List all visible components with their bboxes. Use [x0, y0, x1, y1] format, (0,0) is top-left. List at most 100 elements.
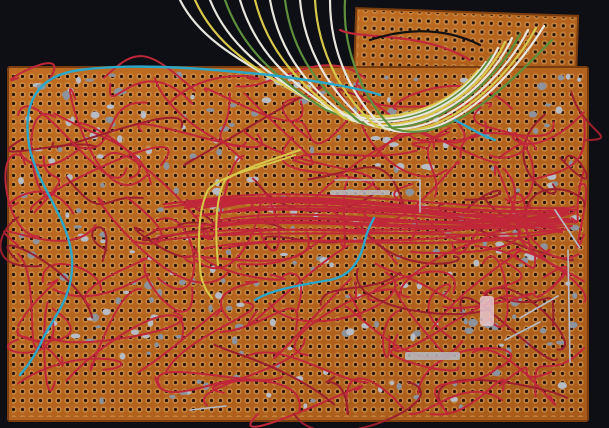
solder-joint [76, 76, 81, 84]
red-wire [65, 314, 185, 382]
red-wire [17, 357, 123, 385]
solder-joint [533, 128, 539, 134]
solder-joint [537, 82, 547, 91]
red-wire [409, 214, 521, 254]
solder-joint [229, 103, 237, 108]
red-wire [153, 77, 247, 148]
red-wire [358, 103, 448, 178]
solder-joint [215, 292, 223, 299]
solder-joint [565, 73, 571, 80]
blue-wires [18, 65, 497, 377]
solder-joint [189, 153, 197, 160]
solder-joint [546, 342, 553, 346]
solder-joint [225, 305, 233, 311]
red-wire [426, 127, 451, 198]
solder-joint [389, 380, 395, 385]
solder-joint [303, 403, 308, 409]
red-wire [3, 224, 97, 247]
solder-joint [309, 146, 315, 154]
solder-joint [319, 257, 330, 264]
solder-joint [539, 327, 547, 334]
red-wire [473, 106, 538, 151]
solder-joint [280, 252, 288, 257]
red-wire [293, 380, 422, 428]
solder-joint [555, 106, 563, 114]
red-wire [72, 101, 148, 150]
solder-joint [386, 97, 391, 103]
red-wire [51, 311, 183, 344]
red-wire [237, 232, 328, 270]
solder-joint [48, 158, 56, 164]
red-wire [9, 62, 56, 82]
solder-joint [261, 97, 272, 104]
solder-joint [463, 318, 468, 325]
red-wire [202, 337, 306, 407]
solder-joint [76, 208, 82, 214]
red-wire [212, 379, 301, 412]
solder-joint [129, 250, 136, 254]
solder-joint [514, 188, 521, 193]
red-wire [17, 105, 128, 179]
red-wire [220, 204, 571, 221]
solder-joint [154, 342, 160, 348]
red-wire [17, 279, 59, 327]
red-wire [137, 123, 263, 149]
red-wire [273, 277, 352, 360]
solder-joint [85, 78, 94, 82]
solder-joint [556, 340, 566, 345]
solder-joint [178, 279, 186, 286]
solder-joint [292, 260, 297, 265]
red-wire [97, 197, 230, 284]
red-wire [52, 273, 150, 297]
red-wire [43, 301, 56, 392]
red-wire [408, 390, 504, 416]
solder-joint [336, 135, 341, 140]
red-wire [482, 255, 509, 328]
solder-joint [73, 225, 83, 229]
solder-joint [70, 333, 81, 339]
solder-joint [310, 398, 316, 403]
solder-joint [208, 304, 213, 312]
red-wire [205, 207, 570, 217]
red-wire [89, 288, 143, 371]
solder-joint [528, 111, 537, 118]
red-wire [16, 307, 72, 342]
solder-joint [62, 90, 72, 99]
solder-joint [100, 182, 105, 188]
red-wire [367, 270, 456, 302]
solder-joint [544, 123, 550, 128]
yellow-wires [197, 149, 301, 299]
red-wire [69, 88, 149, 186]
solder-joint [80, 236, 89, 242]
solder-joint [157, 333, 164, 340]
red-wire [143, 263, 194, 313]
solder-joint [490, 166, 495, 171]
red-wire [188, 239, 284, 281]
red-wire [429, 378, 505, 416]
solder-joint [499, 343, 504, 347]
red-wire [319, 271, 402, 306]
red-wire [471, 348, 557, 406]
red-wire [203, 205, 576, 239]
red-wire [534, 346, 585, 398]
solder-joint [57, 146, 63, 153]
red-wire [462, 189, 502, 214]
red-wire [459, 120, 555, 159]
solder-joint [512, 314, 517, 320]
solder-joint [95, 325, 102, 329]
red-wire [84, 257, 148, 307]
solder-joint [149, 297, 155, 303]
red-wire [417, 347, 513, 395]
red-wire [156, 217, 196, 290]
solder-joint [131, 329, 139, 335]
red-wire [357, 84, 466, 144]
red-wire [483, 259, 523, 296]
solder-joint [346, 328, 355, 336]
red-wire [325, 376, 350, 415]
solder-joint [220, 278, 226, 284]
solder-joint [389, 142, 399, 148]
solder-joint [100, 239, 106, 244]
solder-joint [196, 379, 202, 384]
red-wire [108, 80, 194, 105]
red-wire [213, 343, 335, 406]
